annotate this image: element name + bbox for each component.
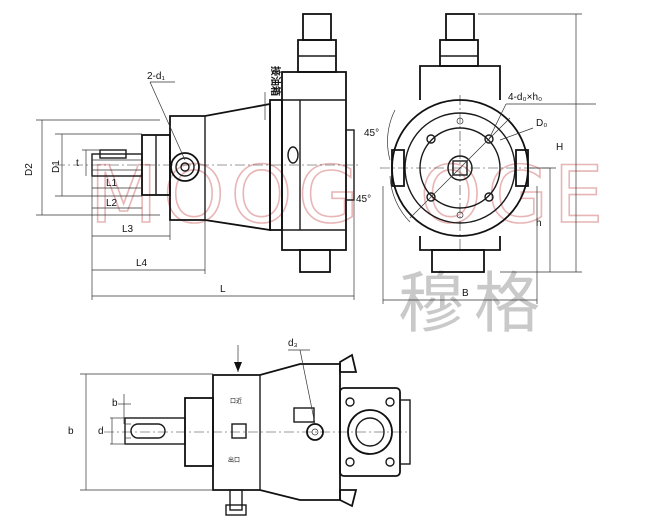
dim-H: H [556, 142, 563, 153]
dim-t: t [76, 158, 79, 169]
d0-holes-label: 4-d₀×h₀ [508, 92, 542, 103]
outlet-label: 出口 [228, 456, 240, 464]
watermark: MOOG OGE 穆格 [89, 150, 609, 342]
angle-lower: 45° [356, 194, 371, 205]
dim-b-key: b [112, 398, 118, 409]
dim-L3: L3 [122, 224, 134, 235]
end-view: 45° 45° 4-d₀×h₀ D₀ H h B [356, 13, 596, 304]
side-view: 接油箱 2-d₁ D2 D1 t L1 L2 L3 L4 L [24, 13, 360, 300]
dim-D2: D2 [24, 163, 35, 176]
dim-L: L [220, 284, 226, 295]
watermark-latin-right: OGE [420, 151, 609, 241]
dim-L2: L2 [106, 198, 118, 209]
inlet-label: 口近 [230, 397, 242, 405]
dim-L1: L1 [106, 178, 118, 189]
dim-h: h [536, 218, 542, 229]
dim-L4: L4 [136, 258, 148, 269]
dim-B: B [462, 288, 469, 299]
d3-label: d₃ [288, 338, 298, 349]
oil-tank-label: 接油箱 [269, 66, 282, 96]
top-view: 口近 出口 d₃ b b d [68, 338, 411, 516]
D0-label: D₀ [536, 118, 547, 129]
dim-d: d [98, 426, 104, 437]
holes-d1-label: 2-d₁ [147, 71, 165, 82]
dim-b-outer: b [68, 426, 74, 437]
dim-D1: D1 [51, 160, 62, 173]
angle-upper: 45° [364, 128, 379, 139]
watermark-cjk: 穆格 [398, 265, 550, 342]
